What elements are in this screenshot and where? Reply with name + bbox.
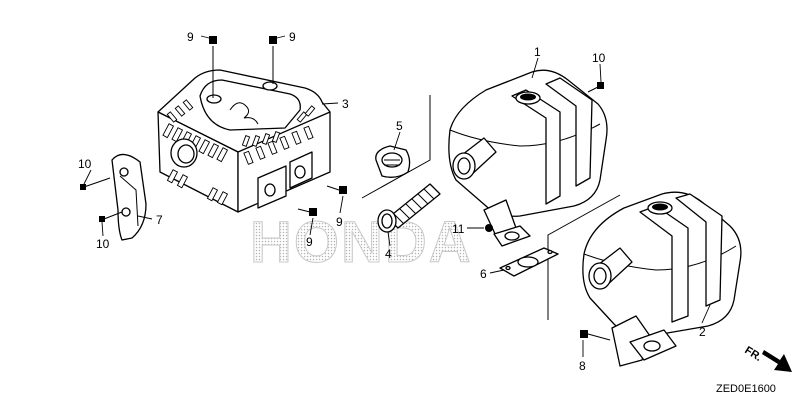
callout-muffler-1: 1 [534,45,541,59]
screw-10-left-upper [80,177,111,190]
screw-10-left-lower [99,211,123,222]
bolt-9-top-right [269,36,277,84]
muffler-protector [157,69,331,213]
callout-nut-11: 11 [452,222,465,236]
front-arrow-icon [762,350,792,372]
front-direction-label: FR. [742,344,763,364]
callout-screw-10b: 10 [78,157,92,171]
exhaust-pipe [377,183,441,233]
callout-gasket-6: 6 [480,267,487,281]
bolt-8 [580,330,611,341]
callout-bolt-9c: 9 [336,215,343,229]
callout-bolt-9d: 9 [306,235,313,249]
callout-bolt-9b: 9 [289,30,296,44]
callout-screen-5: 5 [396,119,403,133]
bolt-9-top-left [209,36,217,98]
separator-line-left [361,95,431,199]
callout-protector-3: 3 [342,97,349,111]
callout-screw-10c: 10 [96,237,110,251]
diagram-code: ZED0E1600 [716,383,776,395]
muffler-upper [448,69,608,237]
callout-bolt-8: 8 [579,359,586,373]
screw-10-right [587,82,604,93]
callout-pipe-4: 4 [385,247,392,261]
bolt-9-lower [297,208,317,216]
honda-watermark: HONDA [250,210,473,275]
front-direction-indicator: FR. [742,344,792,372]
callout-bracket-7: 7 [156,213,163,227]
heat-shield-bracket [111,153,147,241]
separator-line-right [547,194,621,320]
nut-11 [485,224,493,232]
callout-screw-10a: 10 [592,51,606,65]
callout-bolt-9a: 9 [187,30,194,44]
muffler-lower [582,191,742,367]
bolt-9-right [326,185,347,194]
gasket [493,225,559,277]
callout-muffler-2: 2 [699,325,706,339]
spark-arrester-screen [375,145,411,178]
leader-lines [83,35,711,357]
